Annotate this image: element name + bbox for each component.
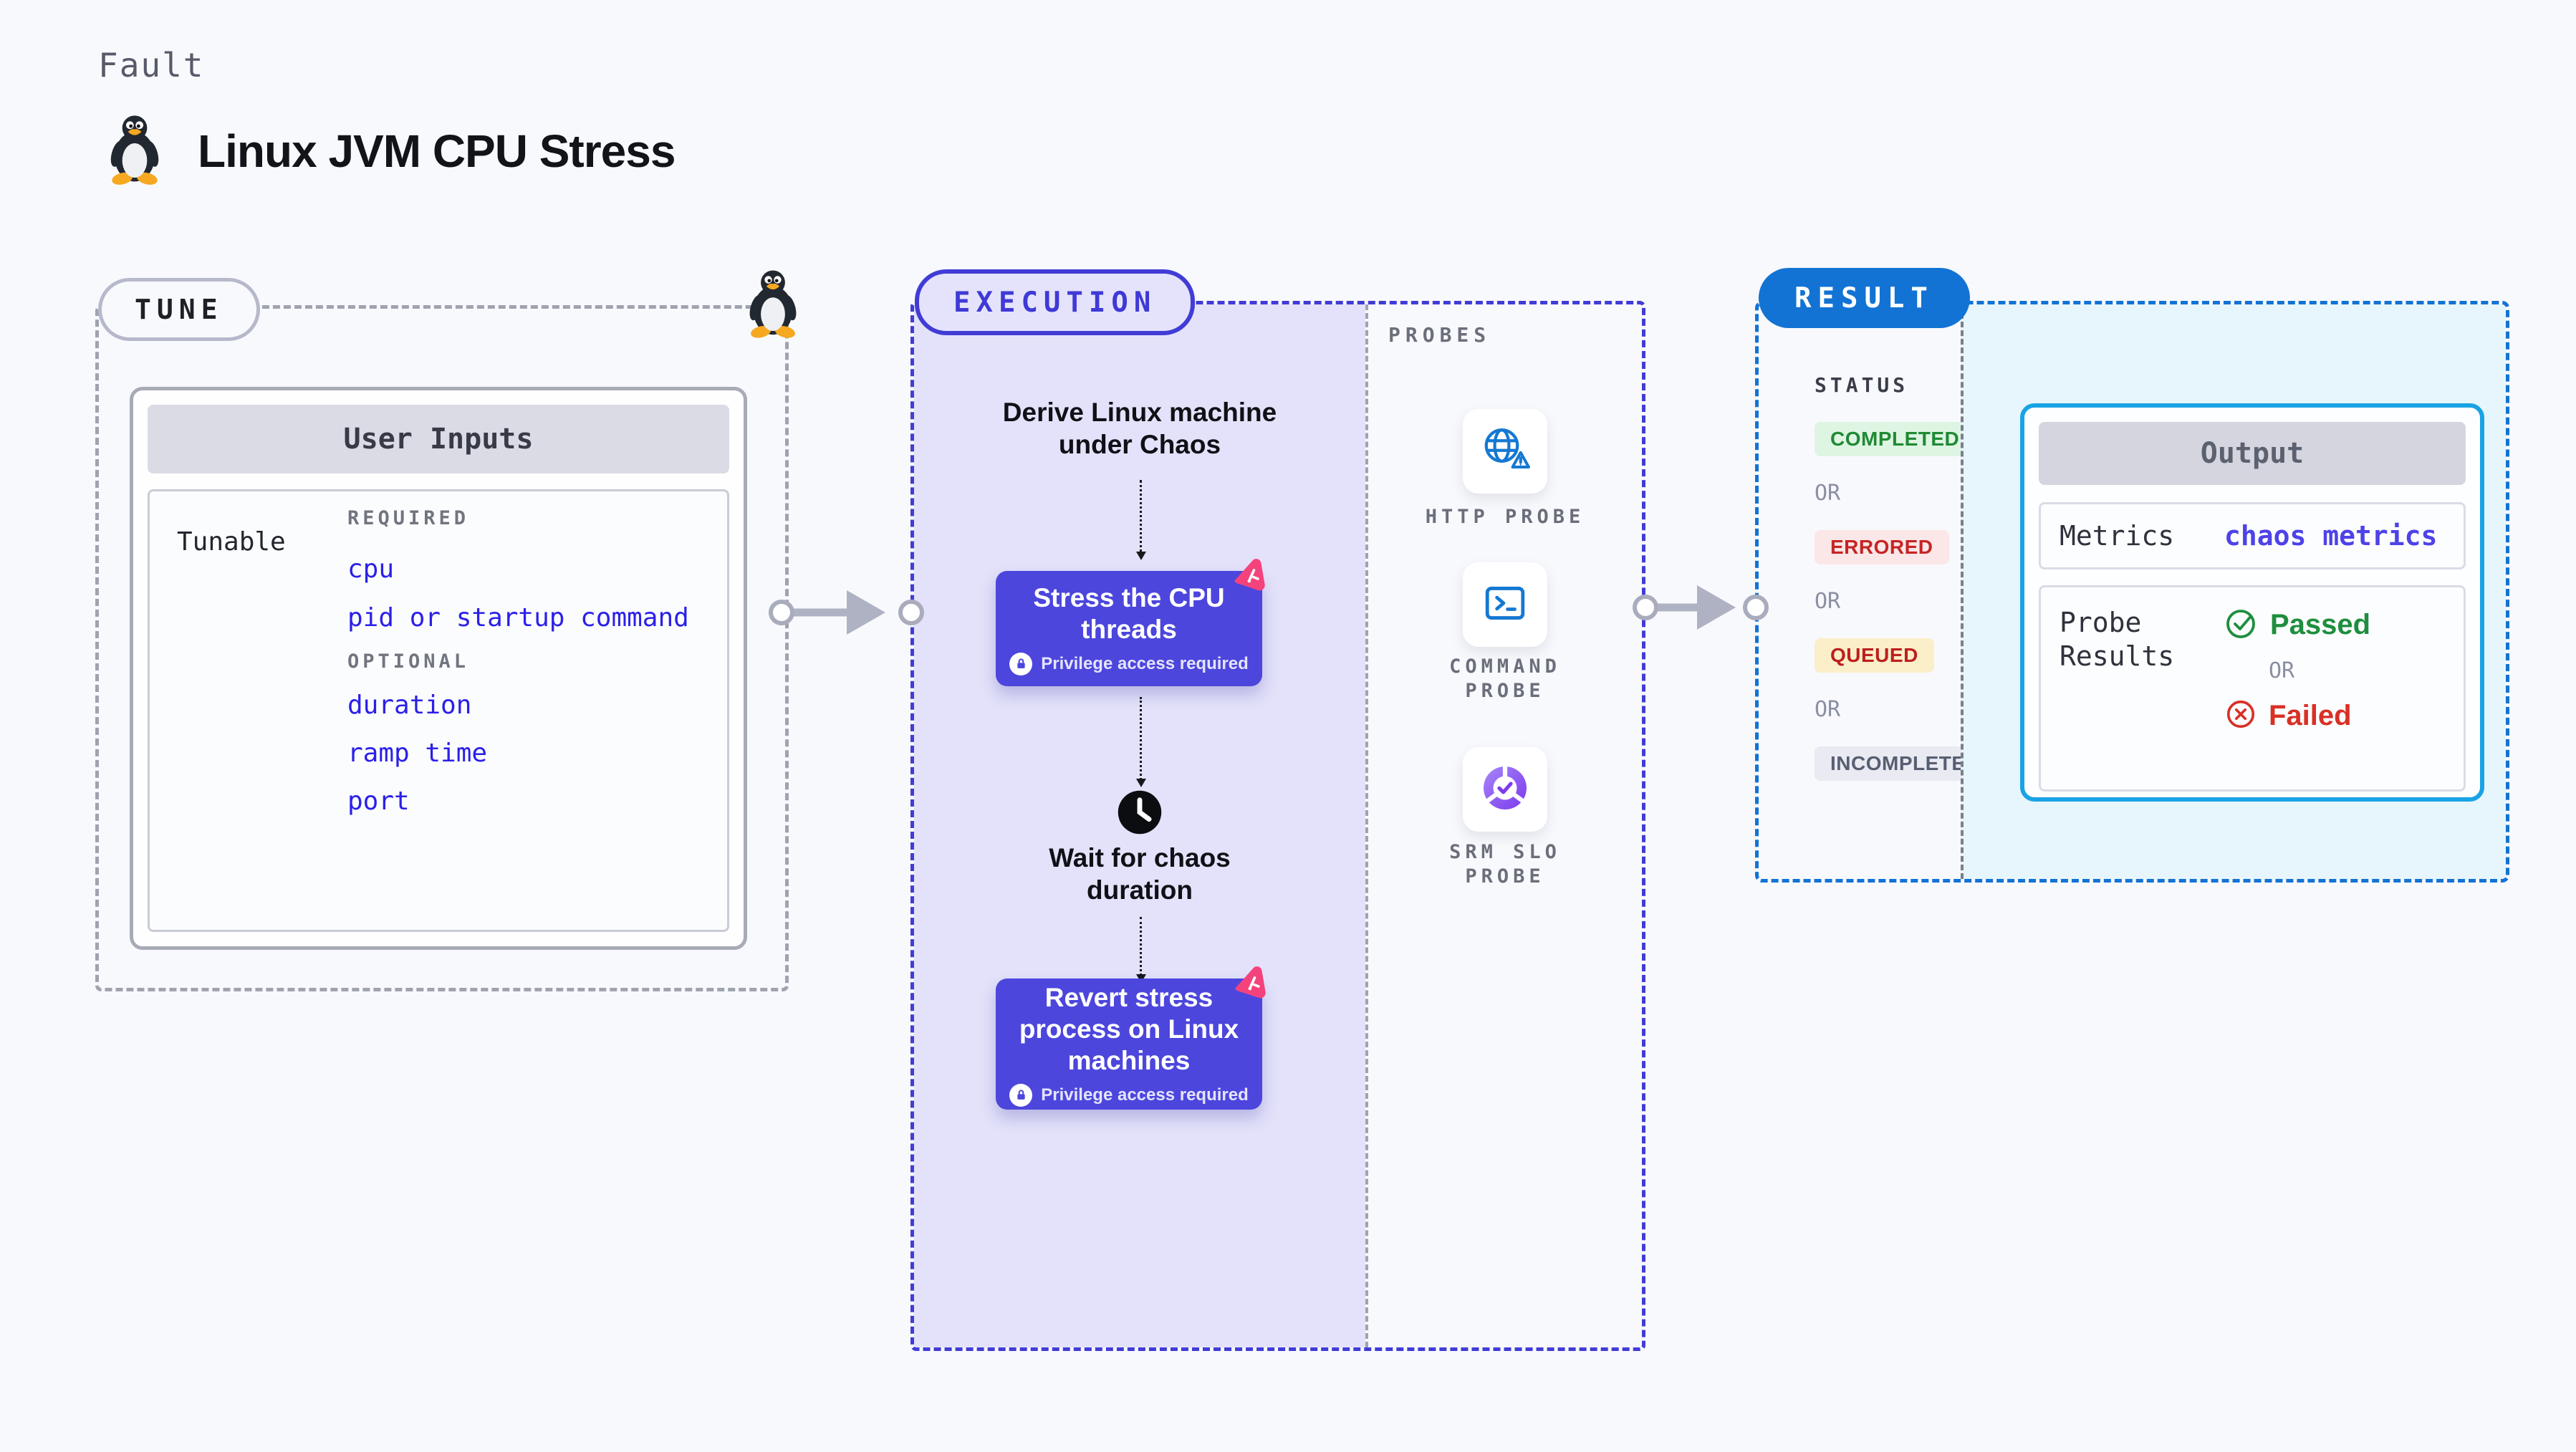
- flow-connector-1: [1136, 480, 1146, 560]
- probes-panel: PROBES HTTP PROBE: [1365, 304, 1642, 1347]
- optional-group-label: OPTIONAL: [347, 650, 470, 673]
- failed-label: Failed: [2269, 700, 2352, 731]
- probes-heading: PROBES: [1388, 323, 1491, 347]
- output-title: Output: [2039, 422, 2466, 485]
- or-separator: OR: [1815, 481, 1841, 506]
- page-title: Linux JVM CPU Stress: [198, 125, 676, 177]
- srm-slo-probe-icon: [1479, 762, 1531, 817]
- srm-slo-probe-label: SRM SLO PROBE: [1449, 841, 1561, 888]
- wait-clock-icon: [1116, 789, 1163, 836]
- user-inputs-title: User Inputs: [148, 405, 729, 473]
- arrow-execution-to-result: [1633, 582, 1769, 633]
- status-badge-completed: COMPLETED: [1815, 422, 1976, 456]
- probe-results-row: Probe Results Passed OR: [2039, 585, 2466, 792]
- result-section-box: STATUS COMPLETED OR ERRORED OR QUEUED OR…: [1755, 301, 2509, 883]
- tux-icon-title: [106, 113, 163, 188]
- probe-results-label: Probe Results: [2060, 607, 2175, 672]
- execution-badge: EXECUTION: [915, 269, 1196, 335]
- title-row: Linux JVM CPU Stress: [106, 113, 676, 188]
- status-heading: STATUS: [1815, 373, 1909, 397]
- tux-icon-tune: [745, 268, 801, 342]
- derive-step-label: Derive Linux machine under Chaos: [1002, 398, 1277, 459]
- tunable-link-port[interactable]: port: [347, 787, 410, 816]
- output-card: Output Metrics chaos metrics Probe Resul…: [2020, 403, 2484, 802]
- status-badge-errored: ERRORED: [1815, 530, 1949, 564]
- tune-badge: TUNE: [98, 278, 260, 341]
- tunable-link-duration[interactable]: duration: [347, 691, 472, 720]
- http-probe-label: HTTP PROBE: [1425, 506, 1585, 528]
- stress-cpu-step-title: Stress the CPU threads: [1033, 582, 1225, 644]
- stress-cpu-step-node: Stress the CPU threads Privilege access …: [996, 571, 1262, 686]
- or-separator: OR: [2269, 658, 2295, 683]
- or-separator: OR: [1815, 697, 1841, 722]
- passed-label: Passed: [2270, 609, 2371, 640]
- http-probe-card: [1463, 409, 1547, 494]
- required-group-label: REQUIRED: [347, 507, 470, 529]
- command-probe-label: COMMAND PROBE: [1449, 655, 1561, 702]
- arrow-tune-to-execution: [769, 587, 924, 638]
- execution-flow-panel: Derive Linux machine under Chaos Stress …: [914, 304, 1365, 1347]
- passed-line: Passed: [2224, 606, 2370, 644]
- tunable-link-pid-or-startup-command[interactable]: pid or startup command: [347, 603, 689, 633]
- srm-slo-probe-card: [1463, 747, 1547, 832]
- status-column: STATUS COMPLETED OR ERRORED OR QUEUED OR…: [1759, 304, 1996, 879]
- metrics-row: Metrics chaos metrics: [2039, 502, 2466, 569]
- chaos-metrics-link[interactable]: chaos metrics: [2224, 520, 2438, 552]
- status-stack: COMPLETED OR ERRORED OR QUEUED OR INCOMP…: [1815, 422, 1996, 781]
- fault-kicker: Fault: [98, 46, 205, 85]
- revert-stress-step-node: Revert stress process on Linux machines …: [996, 979, 1262, 1110]
- revert-stress-step-title: Revert stress process on Linux machines: [1019, 982, 1239, 1075]
- http-probe-icon: [1479, 424, 1531, 479]
- metrics-label: Metrics: [2060, 519, 2175, 552]
- status-badge-queued: QUEUED: [1815, 638, 1934, 673]
- privilege-note: Privilege access required: [1041, 1085, 1249, 1105]
- tunable-link-ramp-time[interactable]: ramp time: [347, 739, 488, 768]
- lock-icon: [1009, 1083, 1033, 1107]
- output-panel: Output Metrics chaos metrics Probe Resul…: [1961, 304, 2506, 879]
- privilege-note: Privilege access required: [1041, 653, 1249, 673]
- flow-connector-2: [1136, 697, 1146, 787]
- user-inputs-card: User Inputs Tunable REQUIRED cpu pid or …: [130, 387, 747, 950]
- chaos-fault-icon: [1229, 554, 1271, 595]
- command-probe-icon: [1481, 579, 1529, 631]
- command-probe-card: [1463, 562, 1547, 647]
- or-separator: OR: [1815, 589, 1841, 614]
- execution-section-box: Derive Linux machine under Chaos Stress …: [910, 301, 1645, 1351]
- chaos-fault-icon: [1230, 961, 1272, 1003]
- user-inputs-table: Tunable REQUIRED cpu pid or startup comm…: [148, 489, 729, 932]
- lock-icon: [1009, 652, 1033, 675]
- tune-section-box: [95, 305, 789, 991]
- result-badge: RESULT: [1759, 268, 1970, 328]
- failed-line: Failed: [2224, 698, 2370, 734]
- tunable-link-cpu[interactable]: cpu: [347, 554, 395, 584]
- check-circle-icon: [2224, 606, 2259, 644]
- flow-connector-3: [1136, 917, 1146, 983]
- tunable-row-label: Tunable: [177, 527, 286, 557]
- x-circle-icon: [2224, 698, 2257, 734]
- wait-step-label: Wait for chaos duration: [1049, 843, 1231, 905]
